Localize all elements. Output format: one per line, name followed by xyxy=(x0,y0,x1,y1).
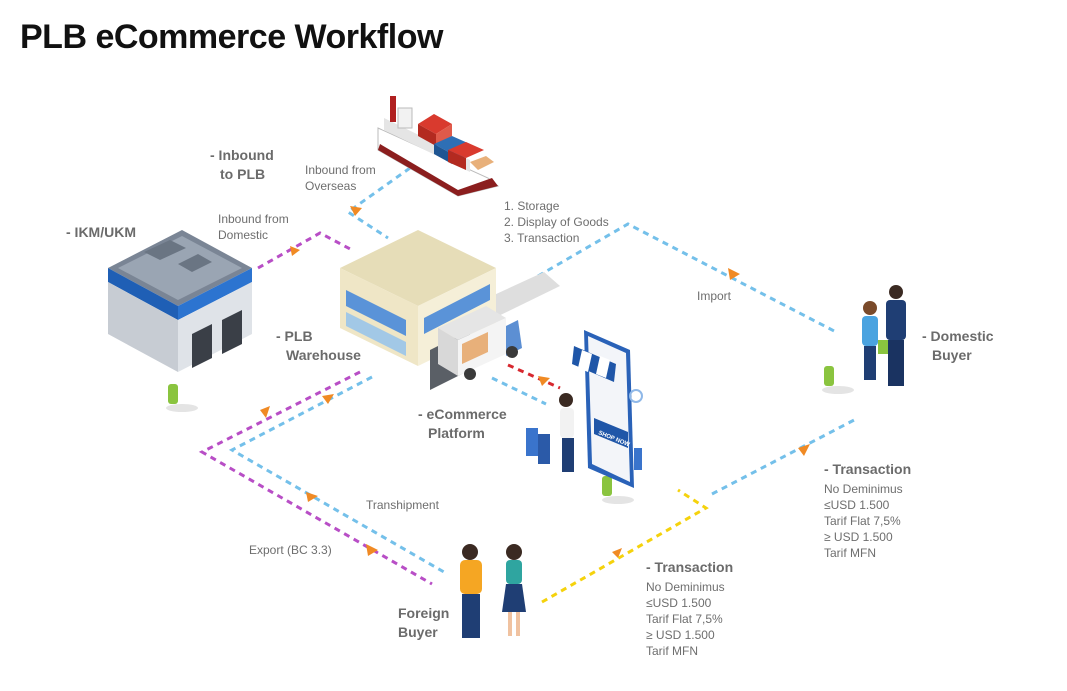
label-inbound-overseas: Inbound from Overseas xyxy=(305,162,376,194)
transaction-line: Tarif Flat 7,5% xyxy=(646,612,723,626)
arrow-marker xyxy=(322,394,334,404)
label-line: Platform xyxy=(428,425,485,441)
arrow-marker xyxy=(350,206,362,216)
label-line: - eCommerce xyxy=(418,406,507,422)
label-line: - PLB xyxy=(276,328,313,344)
transaction-block-bottom: - Transaction No Deminimus ≤USD 1.500 Ta… xyxy=(646,558,733,659)
domestic-buyer-illustration xyxy=(862,285,906,386)
label-line: Inbound from xyxy=(305,163,376,177)
label-line: Buyer xyxy=(398,624,438,640)
label-domestic-buyer: - Domestic Buyer xyxy=(922,327,994,365)
flow-platform-blue xyxy=(491,376,547,406)
transaction-line: Tarif Flat 7,5% xyxy=(824,514,901,528)
flow-ikm-to-warehouse xyxy=(257,231,353,270)
transaction-heading: - Transaction xyxy=(824,461,912,477)
label-ecommerce-platform: - eCommerce Platform xyxy=(418,405,507,443)
flow-ship-to-warehouse xyxy=(345,166,411,240)
label-plb-warehouse: - PLB Warehouse xyxy=(276,327,361,365)
label-line: Buyer xyxy=(932,347,972,363)
flow-export xyxy=(198,370,433,586)
label-inbound-to-plb: - Inbound to PLB xyxy=(210,146,274,184)
flow-import xyxy=(537,222,839,335)
flow-foreign-transaction xyxy=(541,488,709,604)
arrow-marker xyxy=(728,268,740,280)
transaction-line: ≥ USD 1.500 xyxy=(824,530,893,544)
label-transhipment: Transhipment xyxy=(366,498,439,512)
ecommerce-phone-illustration: SHOP NOW xyxy=(526,330,643,488)
transaction-line: ≥ USD 1.500 xyxy=(646,628,715,642)
flow-lines xyxy=(198,166,859,604)
label-line: - Domestic xyxy=(922,328,994,344)
label-line: Overseas xyxy=(305,179,357,193)
label-line: 1. Storage xyxy=(504,199,560,213)
transaction-line: ≤USD 1.500 xyxy=(646,596,712,610)
arrow-marker xyxy=(290,246,300,256)
transaction-line: No Deminimus xyxy=(824,482,903,496)
arrow-marker xyxy=(366,544,378,556)
flow-domestic-transaction xyxy=(711,416,859,496)
label-line: Warehouse xyxy=(286,347,361,363)
cargo-ship-illustration xyxy=(377,96,500,197)
label-line: 2. Display of Goods xyxy=(504,215,609,229)
transaction-block-right: - Transaction No Deminimus ≤USD 1.500 Ta… xyxy=(824,460,911,561)
transaction-line: ≤USD 1.500 xyxy=(824,498,890,512)
label-import: Import xyxy=(697,289,732,303)
tree-decorations xyxy=(166,366,854,504)
label-line: - Inbound xyxy=(210,147,274,163)
label-ikm-ukm: - IKM/UKM xyxy=(66,224,136,240)
label-line: Domestic xyxy=(218,228,269,242)
page-title: PLB eCommerce Workflow xyxy=(20,18,443,56)
arrow-marker xyxy=(538,376,550,386)
delivery-truck-illustration xyxy=(438,306,522,380)
flow-platform-red xyxy=(507,363,561,390)
flow-arrows xyxy=(260,206,810,558)
flow-transhipment xyxy=(228,375,445,574)
label-export: Export (BC 3.3) xyxy=(249,543,332,557)
label-foreign-buyer: Foreign Buyer xyxy=(398,604,449,642)
transaction-line: Tarif MFN xyxy=(824,546,876,560)
label-line: Inbound from xyxy=(218,212,289,226)
transaction-line: No Deminimus xyxy=(646,580,725,594)
label-line: to PLB xyxy=(220,166,266,182)
arrow-marker xyxy=(798,444,810,456)
arrow-marker xyxy=(306,492,318,502)
label-line: Foreign xyxy=(398,605,450,621)
transaction-details: No Deminimus ≤USD 1.500 Tarif Flat 7,5% … xyxy=(646,579,733,659)
label-line: 3. Transaction xyxy=(504,231,580,245)
ikm-building-illustration xyxy=(108,230,252,372)
label-warehouse-functions: 1. Storage 2. Display of Goods 3. Transa… xyxy=(504,198,609,246)
label-inbound-domestic: Inbound from Domestic xyxy=(218,211,289,243)
arrow-marker xyxy=(612,548,622,558)
transaction-details: No Deminimus ≤USD 1.500 Tarif Flat 7,5% … xyxy=(824,481,911,561)
transaction-heading: - Transaction xyxy=(646,559,734,575)
transaction-line: Tarif MFN xyxy=(646,644,698,658)
foreign-buyer-illustration xyxy=(460,544,526,638)
arrow-marker xyxy=(260,406,270,418)
